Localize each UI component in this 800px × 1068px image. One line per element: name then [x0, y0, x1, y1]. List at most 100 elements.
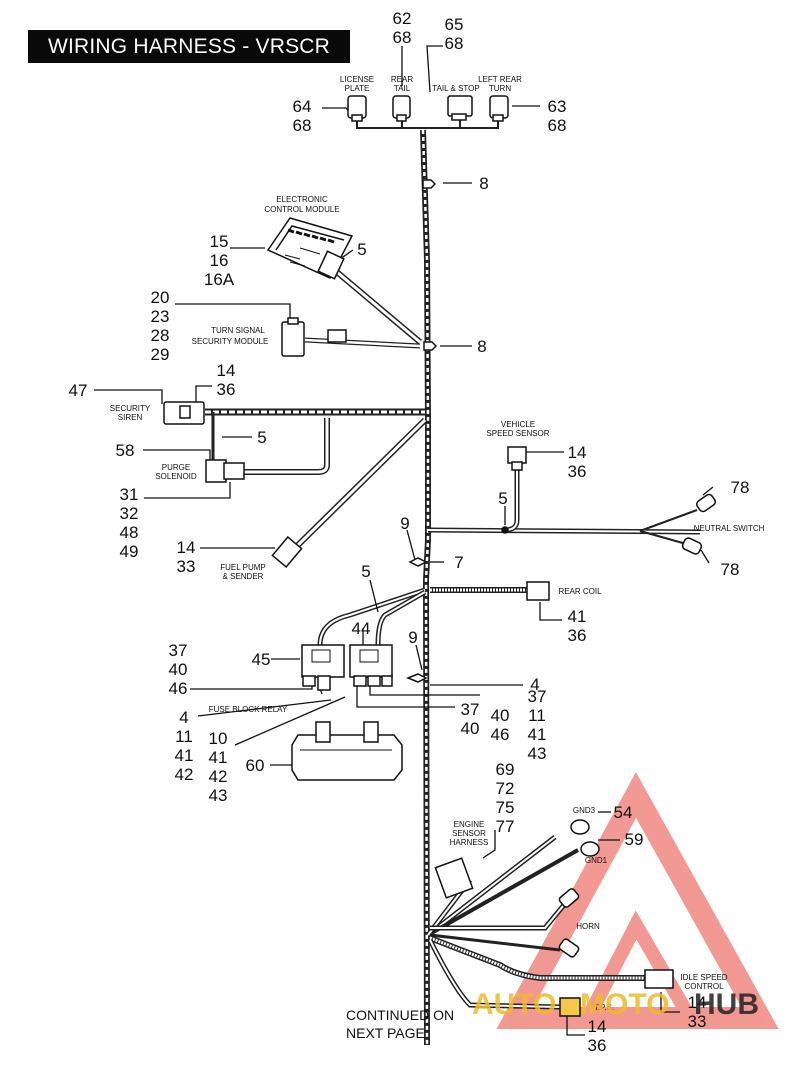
- purge-solenoid: [205, 459, 227, 483]
- callout-rt: 62: [393, 9, 412, 28]
- harness-clip-7: [408, 557, 428, 567]
- svg-text:41: 41: [175, 746, 194, 765]
- svg-text:16: 16: [210, 251, 229, 270]
- horn-connector-a: [558, 888, 580, 908]
- svg-text:40: 40: [169, 660, 188, 679]
- svg-text:TAIL: TAIL: [394, 84, 411, 93]
- callout-tsm: 20: [151, 288, 170, 307]
- callout-fuse-brk: 4: [179, 708, 188, 727]
- callout-neutral-a: 78: [731, 478, 750, 497]
- svg-text:68: 68: [293, 116, 312, 135]
- horn-connector-b: [558, 938, 580, 958]
- neutral-switch-connector-a: [696, 493, 716, 513]
- svg-text:PLATE: PLATE: [345, 84, 370, 93]
- engine-sensor-harness-connector: [434, 857, 474, 899]
- callout-ecm-conn: 5: [357, 240, 366, 259]
- svg-text:42: 42: [175, 765, 194, 784]
- callout-purge-conn: 5: [257, 428, 266, 447]
- svg-text:36: 36: [588, 1036, 607, 1055]
- rear-tail-label: REAR: [391, 75, 413, 84]
- svg-text:77: 77: [496, 817, 515, 836]
- callout-numbers: 64 68 62 68 65 68 63 68 8 15 16 16A 5 20…: [69, 9, 750, 1055]
- engine-sensor-harness-label: ENGINE: [454, 820, 485, 829]
- svg-text:41: 41: [528, 725, 547, 744]
- svg-text:28: 28: [151, 326, 170, 345]
- svg-text:HARNESS: HARNESS: [450, 838, 489, 847]
- svg-text:33: 33: [177, 557, 196, 576]
- svg-text:CONTROL: CONTROL: [684, 982, 724, 991]
- fuel-pump-label: FUEL PUMP: [220, 563, 266, 572]
- svg-text:HUB: HUB: [694, 988, 759, 1021]
- callout-tps: 14: [588, 1017, 607, 1036]
- svg-text:SECURITY MODULE: SECURITY MODULE: [192, 337, 269, 346]
- callout-ecm: 15: [210, 232, 229, 251]
- callout-relay-b-a: 37: [528, 687, 547, 706]
- svg-text:11: 11: [175, 727, 193, 746]
- turn-signal-security-module: [281, 321, 305, 357]
- harness-clip-top: [422, 179, 437, 189]
- svg-text:43: 43: [528, 744, 547, 763]
- svg-text:68: 68: [393, 28, 412, 47]
- svg-text:43: 43: [209, 786, 228, 805]
- callout-gnd1: 59: [625, 830, 644, 849]
- tps-connector: [559, 997, 581, 1017]
- ground-gnd3: [570, 819, 590, 835]
- svg-text:AUTO: AUTO: [472, 988, 556, 1021]
- svg-text:68: 68: [548, 116, 567, 135]
- fuel-pump-connector: [271, 535, 303, 569]
- callout-relay-b-b: 37: [461, 700, 480, 719]
- callout-siren: 47: [69, 381, 88, 400]
- svg-text:CONTROL MODULE: CONTROL MODULE: [264, 205, 339, 214]
- vss-label: VEHICLE: [501, 420, 535, 429]
- svg-text:32: 32: [120, 504, 139, 523]
- callout-fuse-block: 60: [246, 756, 265, 775]
- rear-coil-connector: [526, 581, 550, 601]
- svg-text:46: 46: [491, 725, 510, 744]
- svg-text:NEXT PAGE: NEXT PAGE: [346, 1025, 425, 1041]
- purge-solenoid-label: PURGE: [162, 463, 190, 472]
- callout-clip-mid: 8: [477, 337, 486, 356]
- svg-text:33: 33: [688, 1012, 707, 1031]
- svg-text:68: 68: [445, 34, 464, 53]
- svg-text:40: 40: [491, 706, 510, 725]
- svg-text:MOTO: MOTO: [580, 988, 669, 1021]
- callout-clip-4: 4: [530, 675, 539, 694]
- svg-text:40: 40: [461, 719, 480, 738]
- callout-fuse-left: 37: [169, 641, 188, 660]
- watermark-text: AUTO MOTO HUB: [472, 988, 759, 1021]
- callout-vss-conn: 5: [498, 489, 507, 508]
- svg-text:75: 75: [496, 798, 515, 817]
- vehicle-speed-sensor-connector: [507, 446, 527, 464]
- callout-isc: 14: [688, 993, 707, 1012]
- svg-text:& SENDER: & SENDER: [223, 572, 264, 581]
- callout-rear-coil-conn: 5: [361, 562, 370, 581]
- turn-signal-label: TURN SIGNAL: [211, 326, 265, 335]
- ground-gnd1: [580, 841, 600, 857]
- component-labels: LICENSE PLATE REAR TAIL TAIL & STOP LEFT…: [110, 75, 765, 1041]
- svg-text:SOLENOID: SOLENOID: [155, 472, 197, 481]
- components: [163, 95, 716, 1017]
- tail-stop-label: TAIL & STOP: [432, 84, 479, 93]
- callout-gnd3: 54: [614, 803, 633, 822]
- svg-text:36: 36: [217, 380, 236, 399]
- callout-lp: 64: [293, 97, 312, 116]
- svg-text:11: 11: [528, 706, 546, 725]
- leader-lines: [94, 45, 714, 1036]
- svg-text:42: 42: [209, 767, 228, 786]
- svg-text:SIREN: SIREN: [118, 413, 143, 422]
- left-rear-turn-label: LEFT REAR: [478, 75, 522, 84]
- ecm-label: ELECTRONIC: [276, 195, 328, 204]
- diagram-title: WIRING HARNESS - VRSCR: [28, 30, 350, 63]
- license-plate-label: LICENSE: [340, 75, 374, 84]
- callout-relay-a: 45: [252, 650, 271, 669]
- svg-text:41: 41: [209, 748, 228, 767]
- security-siren-label: SECURITY: [110, 404, 151, 413]
- svg-text:46: 46: [169, 679, 188, 698]
- harness-clip-mid: [423, 341, 438, 351]
- callout-fuel: 14: [177, 538, 196, 557]
- fuse-block: [291, 721, 403, 781]
- callout-vss: 14: [568, 443, 587, 462]
- horn-label: HORN: [576, 922, 600, 931]
- tps-label: T.P.S.: [594, 1003, 614, 1012]
